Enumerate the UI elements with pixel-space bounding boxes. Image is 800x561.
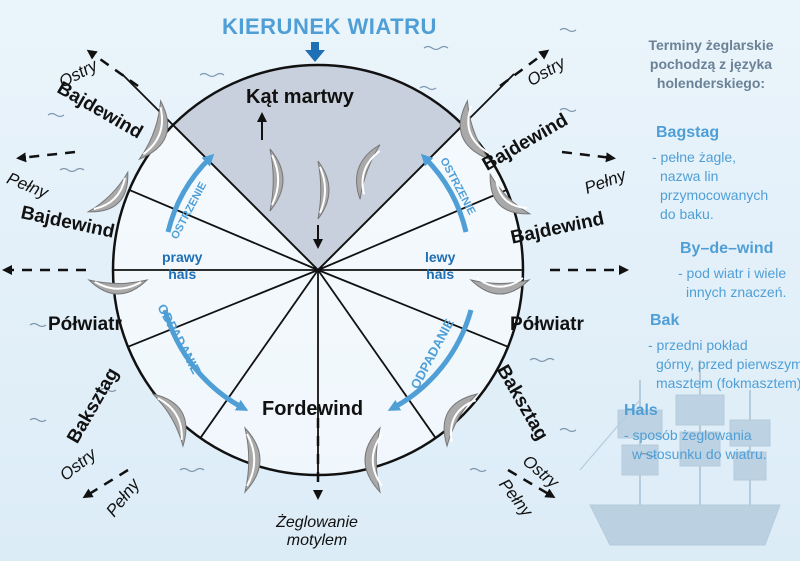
intro-line-3: holenderskiego:	[656, 75, 766, 91]
sail	[317, 160, 330, 220]
glossary-intro: Terminy żeglarskie pochodzą z języka hol…	[622, 36, 800, 93]
course-arrow	[86, 49, 139, 88]
desc-line: masztem (fokmasztem).	[656, 375, 800, 391]
run-sector: Fordewind	[262, 398, 364, 420]
term-by-de-wind: By–de–wind	[680, 240, 774, 257]
butterfly-label: Żeglowanie motylem	[262, 514, 372, 550]
wind-arrow-icon	[305, 42, 325, 62]
sailing-ship-illustration	[579, 360, 781, 546]
desc-line: - pod wiatr i wiele	[678, 265, 787, 281]
sail	[269, 148, 284, 212]
sails	[86, 99, 532, 494]
course-arrow	[16, 150, 76, 163]
sail	[489, 172, 532, 215]
sail	[137, 99, 169, 161]
desc-line: - sposób żeglowania	[624, 427, 752, 443]
desc-line: do baku.	[660, 206, 714, 222]
desc-line: w stosunku do wiatru.	[632, 446, 767, 462]
sail	[87, 279, 149, 295]
course-arrow	[499, 49, 550, 88]
course-arrow	[507, 468, 556, 499]
desc-line: przymocowanych	[660, 187, 769, 203]
term-bagstag-desc: - pełne żagle, nazwa lin przymocowanych …	[652, 148, 768, 224]
left-beam-sector: Półwiatr	[48, 314, 122, 335]
desc-line: górny, przed pierwszym	[656, 356, 800, 372]
dead-angle-boundary	[121, 73, 319, 271]
term-hals-desc: - sposób żeglowania w stosunku do wiatru…	[624, 426, 767, 464]
luff-bear-arrows	[162, 153, 474, 411]
wind-direction-title: KIERUNEK WIATRU	[222, 14, 437, 39]
port-line2: hals	[426, 266, 455, 282]
port-line1: lewy	[425, 249, 456, 265]
port-tack-label: lewy hals	[425, 249, 455, 283]
sail	[356, 144, 381, 200]
term-by-de-wind-desc: - pod wiatr i wiele innych znaczeń.	[678, 264, 786, 302]
right-beam-sector: Półwiatr	[510, 314, 584, 335]
desc-line: - pełne żagle,	[652, 149, 737, 165]
dead-angle-boundary	[317, 73, 515, 271]
butterfly-line1: Żeglowanie	[276, 514, 358, 531]
term-bak: Bak	[650, 312, 680, 329]
sail	[459, 99, 491, 161]
term-bak-desc: - przedni pokład górny, przed pierwszym …	[648, 336, 800, 393]
course-arrow	[561, 150, 616, 163]
glossary-sidebar: Terminy żeglarskie pochodzą z języka hol…	[622, 36, 800, 462]
intro-line-1: Terminy żeglarskie	[648, 37, 774, 53]
sail	[86, 170, 129, 213]
sector-line	[317, 189, 508, 271]
sector-line	[128, 189, 319, 271]
term-hals: Hals	[624, 402, 658, 419]
sector-line	[317, 269, 509, 348]
sector-line	[317, 269, 437, 439]
course-arrow	[82, 468, 129, 499]
starboard-tack-label: prawy hals	[162, 249, 202, 283]
sector-line	[127, 269, 319, 348]
sail	[151, 393, 187, 448]
sail	[364, 426, 383, 494]
starboard-line1: prawy	[162, 249, 203, 265]
sail	[244, 426, 261, 494]
sector-line	[199, 269, 319, 439]
sail	[443, 393, 479, 448]
sector-lines	[113, 73, 523, 475]
course-arrows	[2, 49, 629, 500]
butterfly-line2: motylem	[286, 532, 348, 549]
term-bagstag: Bagstag	[656, 124, 720, 141]
desc-line: - przedni pokład	[648, 337, 748, 353]
starboard-line2: hals	[168, 266, 197, 282]
dead-angle-label: Kąt martwy	[246, 86, 354, 108]
sail	[469, 277, 531, 295]
desc-line: innych znaczeń.	[686, 284, 787, 300]
desc-line: nazwa lin	[660, 168, 719, 184]
intro-line-2: pochodzą z języka	[649, 56, 773, 72]
wave-decorations	[29, 27, 657, 473]
